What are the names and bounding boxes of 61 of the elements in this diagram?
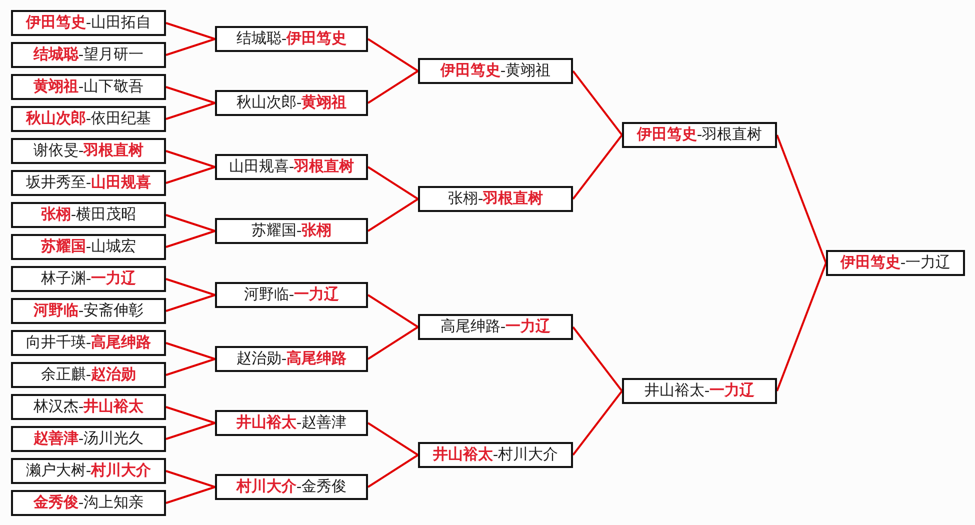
connector-line [166, 22, 216, 40]
match-box: 河野临-安斋伸彰 [11, 298, 166, 324]
match-box: 张栩-横田茂昭 [11, 202, 166, 228]
connector-line [367, 166, 419, 200]
connector-line [166, 342, 216, 360]
connector-line [367, 454, 419, 488]
match-box: 苏耀国-张栩 [215, 218, 368, 244]
connector-line [166, 278, 216, 296]
match-box: 林汉杰-井山裕太 [11, 394, 166, 420]
match-box: 林子渊-一力辽 [11, 266, 166, 292]
match-box: 山田规喜-羽根直树 [215, 154, 368, 180]
match-box: 向井千瑛-高尾绅路 [11, 330, 166, 356]
match-box: 秋山次郎-依田纪基 [11, 106, 166, 132]
match-box: 濑户大树-村川大介 [11, 458, 166, 484]
match-box: 谢依旻-羽根直树 [11, 138, 166, 164]
match-box: 苏耀国-山城宏 [11, 234, 166, 260]
match-box: 井山裕太-村川大介 [418, 442, 573, 468]
match-box: 秋山次郎-黄翊祖 [215, 90, 368, 116]
connector-line [166, 86, 216, 104]
connector-line [572, 390, 623, 456]
connector-line [166, 150, 216, 168]
match-box: 赵善津-汤川光久 [11, 426, 166, 452]
match-box: 金秀俊-沟上知亲 [11, 490, 166, 516]
match-box: 河野临-一力辽 [215, 282, 368, 308]
match-box: 伊田笃史-黄翊祖 [418, 58, 573, 84]
connector-line [572, 134, 623, 200]
connector-line [166, 214, 216, 232]
match-box: 结城聪-伊田笃史 [215, 26, 368, 52]
connector-line [776, 262, 827, 392]
connector-line [166, 486, 216, 504]
connector-line [776, 134, 827, 264]
connector-line [166, 102, 216, 120]
connector-line [166, 230, 216, 248]
match-box: 伊田笃史-山田拓自 [11, 10, 166, 36]
match-box: 井山裕太-赵善津 [215, 410, 368, 436]
connector-line [367, 70, 419, 104]
match-box: 黄翊祖-山下敬吾 [11, 74, 166, 100]
connector-line [367, 326, 419, 360]
match-box: 伊田笃史-羽根直树 [622, 122, 777, 148]
connector-line [572, 326, 623, 392]
connector-line [367, 198, 419, 232]
connector-line [367, 294, 419, 328]
connector-line [166, 406, 216, 424]
connector-line [166, 294, 216, 312]
connector-line [166, 166, 216, 184]
match-box: 高尾绅路-一力辽 [418, 314, 573, 340]
connector-line [166, 358, 216, 376]
match-box: 赵治勋-高尾绅路 [215, 346, 368, 372]
connector-line [367, 38, 419, 72]
match-box: 坂井秀至-山田规喜 [11, 170, 166, 196]
connector-line [166, 422, 216, 440]
match-box: 伊田笃史-一力辽 [826, 250, 965, 276]
connector-line [166, 38, 216, 56]
connector-line [367, 422, 419, 456]
match-box: 张栩-羽根直树 [418, 186, 573, 212]
match-box: 村川大介-金秀俊 [215, 474, 368, 500]
match-box: 井山裕太-一力辽 [622, 378, 777, 404]
connector-line [166, 470, 216, 488]
match-box: 结城聪-望月研一 [11, 42, 166, 68]
match-box: 余正麒-赵治勋 [11, 362, 166, 388]
connector-line [572, 70, 623, 136]
